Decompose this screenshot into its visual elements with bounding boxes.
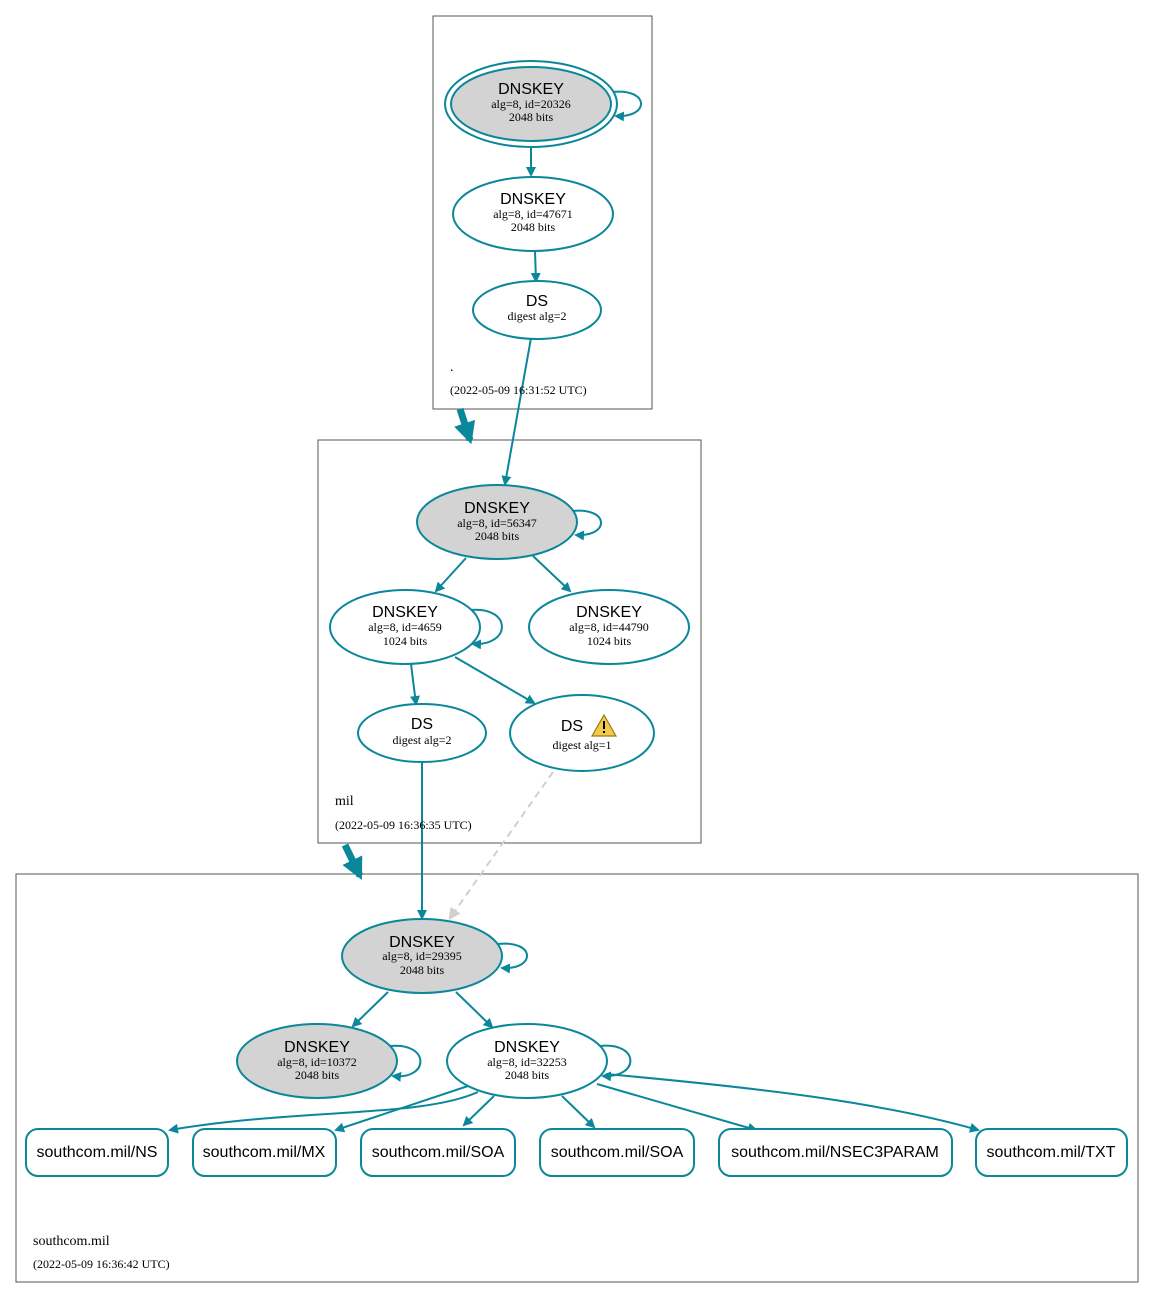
edge-mil-zsk1-selfloop	[469, 608, 503, 650]
zone-timestamp-mil: (2022-05-09 16:36:35 UTC)	[335, 818, 472, 832]
zone-name-mil: mil	[335, 794, 354, 809]
node-title: DNSKEY	[284, 1039, 350, 1056]
delegation-arrow-mil-southcom	[341, 843, 364, 880]
edge-sc-zsk-to-nsec3param	[596, 1083, 758, 1133]
node-root-ds: DS digest alg=2	[472, 280, 602, 340]
node-bits: 2048 bits	[505, 1068, 550, 1082]
node-alg-id: alg=8, id=20326	[491, 97, 571, 111]
node-title: DNSKEY	[498, 81, 564, 98]
rrset-label: southcom.mil/TXT	[987, 1144, 1116, 1161]
node-southcom-ksk-10372: DNSKEY alg=8, id=10372 2048 bits	[236, 1023, 398, 1099]
node-title: DS	[526, 293, 548, 310]
rrset-label: southcom.mil/SOA	[372, 1144, 505, 1161]
node-title: DNSKEY	[576, 604, 642, 621]
rrset-soa-2: southcom.mil/SOA	[539, 1128, 695, 1177]
warning-icon	[590, 713, 618, 737]
node-mil-zsk-44790: DNSKEY alg=8, id=44790 1024 bits	[528, 589, 690, 665]
node-digest: digest alg=1	[552, 738, 611, 752]
node-alg-id: alg=8, id=56347	[457, 516, 537, 530]
rrset-label: southcom.mil/MX	[203, 1144, 326, 1161]
node-digest: digest alg=2	[507, 309, 566, 323]
node-bits: 2048 bits	[295, 1068, 340, 1082]
node-alg-id: alg=8, id=4659	[368, 620, 442, 634]
edge-sc-ksk-to-zsk	[455, 991, 494, 1029]
node-southcom-zsk-32253: DNSKEY alg=8, id=32253 2048 bits	[446, 1023, 608, 1099]
node-alg-id: alg=8, id=44790	[569, 620, 649, 634]
node-title: DNSKEY	[464, 500, 530, 517]
edge-root-ksk-selfloop	[611, 90, 642, 122]
node-root-zsk: DNSKEY alg=8, id=47671 2048 bits	[452, 176, 614, 252]
zone-box-mil	[317, 439, 702, 844]
edge-sc-zsk-to-txt	[605, 1073, 980, 1133]
node-alg-id: alg=8, id=47671	[493, 207, 573, 221]
edge-sc-ksk-selfloop	[497, 942, 528, 974]
node-bits: 2048 bits	[475, 529, 520, 543]
node-title: DS	[561, 718, 583, 735]
node-digest: digest alg=2	[392, 733, 451, 747]
edge-sc-ksk2-selfloop	[389, 1044, 422, 1082]
edge-sc-zsk-to-ns	[168, 1091, 479, 1134]
node-title: DNSKEY	[372, 604, 438, 621]
node-title: DS	[411, 716, 433, 733]
node-bits: 1024 bits	[587, 634, 632, 648]
node-title: DNSKEY	[500, 191, 566, 208]
edge-mil-zsk1-to-ds2	[410, 663, 420, 706]
edge-mil-ksk-to-zsk2	[532, 555, 572, 593]
node-title: DNSKEY	[494, 1039, 560, 1056]
edge-root-zsk-to-ds	[530, 250, 541, 283]
edge-mil-ksk-selfloop	[571, 509, 602, 541]
node-mil-ds-digest2: DS digest alg=2	[357, 703, 487, 763]
rrset-mx: southcom.mil/MX	[192, 1128, 337, 1177]
node-mil-zsk-4659: DNSKEY alg=8, id=4659 1024 bits	[329, 589, 481, 665]
node-bits: 2048 bits	[400, 963, 445, 977]
edge-root-ds-to-mil-ksk	[501, 337, 532, 486]
edge-sc-zsk-to-soa1	[462, 1095, 495, 1127]
zone-name-root: .	[450, 360, 454, 375]
node-bits: 1024 bits	[383, 634, 428, 648]
node-bits: 2048 bits	[509, 110, 554, 124]
rrset-label: southcom.mil/NSEC3PARAM	[731, 1144, 939, 1161]
edge-mil-ksk-to-zsk1	[434, 557, 467, 593]
rrset-label: southcom.mil/SOA	[551, 1144, 684, 1161]
rrset-label: southcom.mil/NS	[37, 1144, 158, 1161]
node-mil-ds-digest1: DS digest alg=1	[509, 694, 655, 772]
rrset-nsec3param: southcom.mil/NSEC3PARAM	[718, 1128, 953, 1177]
node-mil-ksk: DNSKEY alg=8, id=56347 2048 bits	[416, 484, 578, 560]
rrset-ns: southcom.mil/NS	[25, 1128, 169, 1177]
node-alg-id: alg=8, id=10372	[277, 1055, 357, 1069]
edge-sc-zsk-to-soa2	[561, 1095, 596, 1129]
delegation-arrow-root-mil	[454, 407, 476, 445]
node-southcom-ksk-29395: DNSKEY alg=8, id=29395 2048 bits	[341, 918, 503, 994]
node-title: DNSKEY	[389, 934, 455, 951]
edge-sc-ksk-to-ksk2	[351, 991, 389, 1028]
node-bits: 2048 bits	[511, 220, 556, 234]
zone-timestamp-root: (2022-05-09 16:31:52 UTC)	[450, 383, 587, 397]
node-root-ksk: DNSKEY alg=8, id=20326 2048 bits	[444, 60, 618, 148]
edge-mil-zsk1-to-ds1	[454, 656, 536, 705]
rrset-soa-1: southcom.mil/SOA	[360, 1128, 516, 1177]
zone-name-southcom: southcom.mil	[33, 1234, 110, 1249]
rrset-txt: southcom.mil/TXT	[975, 1128, 1128, 1177]
zone-timestamp-southcom: (2022-05-09 16:36:42 UTC)	[33, 1257, 170, 1271]
node-alg-id: alg=8, id=29395	[382, 949, 462, 963]
node-alg-id: alg=8, id=32253	[487, 1055, 567, 1069]
zone-box-southcom	[15, 873, 1139, 1283]
zone-box-root	[432, 15, 653, 410]
edge-sc-zsk-to-mx	[334, 1085, 469, 1133]
edge-mil-ds1-to-sc-ksk-insecure	[448, 771, 554, 920]
